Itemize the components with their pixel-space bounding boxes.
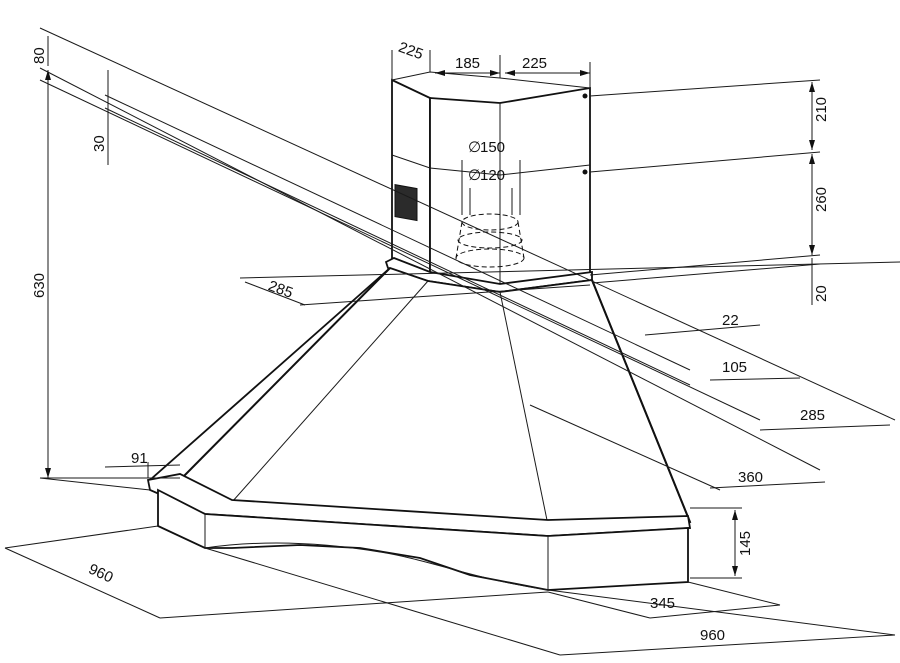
dimension-lines — [4, 27, 900, 656]
canopy — [148, 266, 692, 529]
dim-offset-30: 30 — [91, 135, 108, 152]
dim-flue-outer: 150 — [480, 139, 505, 156]
dim-depth-22: 22 — [722, 312, 739, 329]
dim-chimney-side-left: 225 — [396, 39, 425, 64]
dim-depth-105: 105 — [722, 359, 747, 376]
dim-height-base-trim: 20 — [813, 285, 830, 302]
dimension-labels: 225 185 225 210 260 20 ∅ 150 ∅ 120 80 30… — [31, 39, 830, 644]
dim-total-height: 630 — [31, 273, 48, 298]
hood-band — [146, 473, 692, 591]
dim-height-mid-section: 260 — [813, 187, 830, 212]
dim-width-left: 960 — [86, 561, 116, 587]
dim-chimney-front: 185 — [455, 55, 480, 72]
dim-width-right: 960 — [700, 627, 725, 644]
dim-depth-285-left: 285 — [266, 277, 295, 302]
dim-offset-top-80: 80 — [31, 47, 48, 64]
flue-diameter-symbol: ∅ — [468, 167, 481, 184]
dim-depth-285-right: 285 — [800, 407, 825, 424]
dim-height-top-section: 210 — [813, 97, 830, 122]
dim-chimney-side-right: 225 — [522, 55, 547, 72]
dim-hood-height: 145 — [737, 531, 754, 556]
dim-depth-360: 360 — [738, 469, 763, 486]
flue-diameter-symbol: ∅ — [468, 139, 481, 156]
dim-flue-inner: 120 — [480, 167, 505, 184]
dim-lip-91: 91 — [131, 450, 148, 467]
dim-canopy-front-345: 345 — [650, 595, 675, 612]
vent-grille-icon — [394, 184, 418, 222]
flue-collar — [455, 160, 525, 268]
